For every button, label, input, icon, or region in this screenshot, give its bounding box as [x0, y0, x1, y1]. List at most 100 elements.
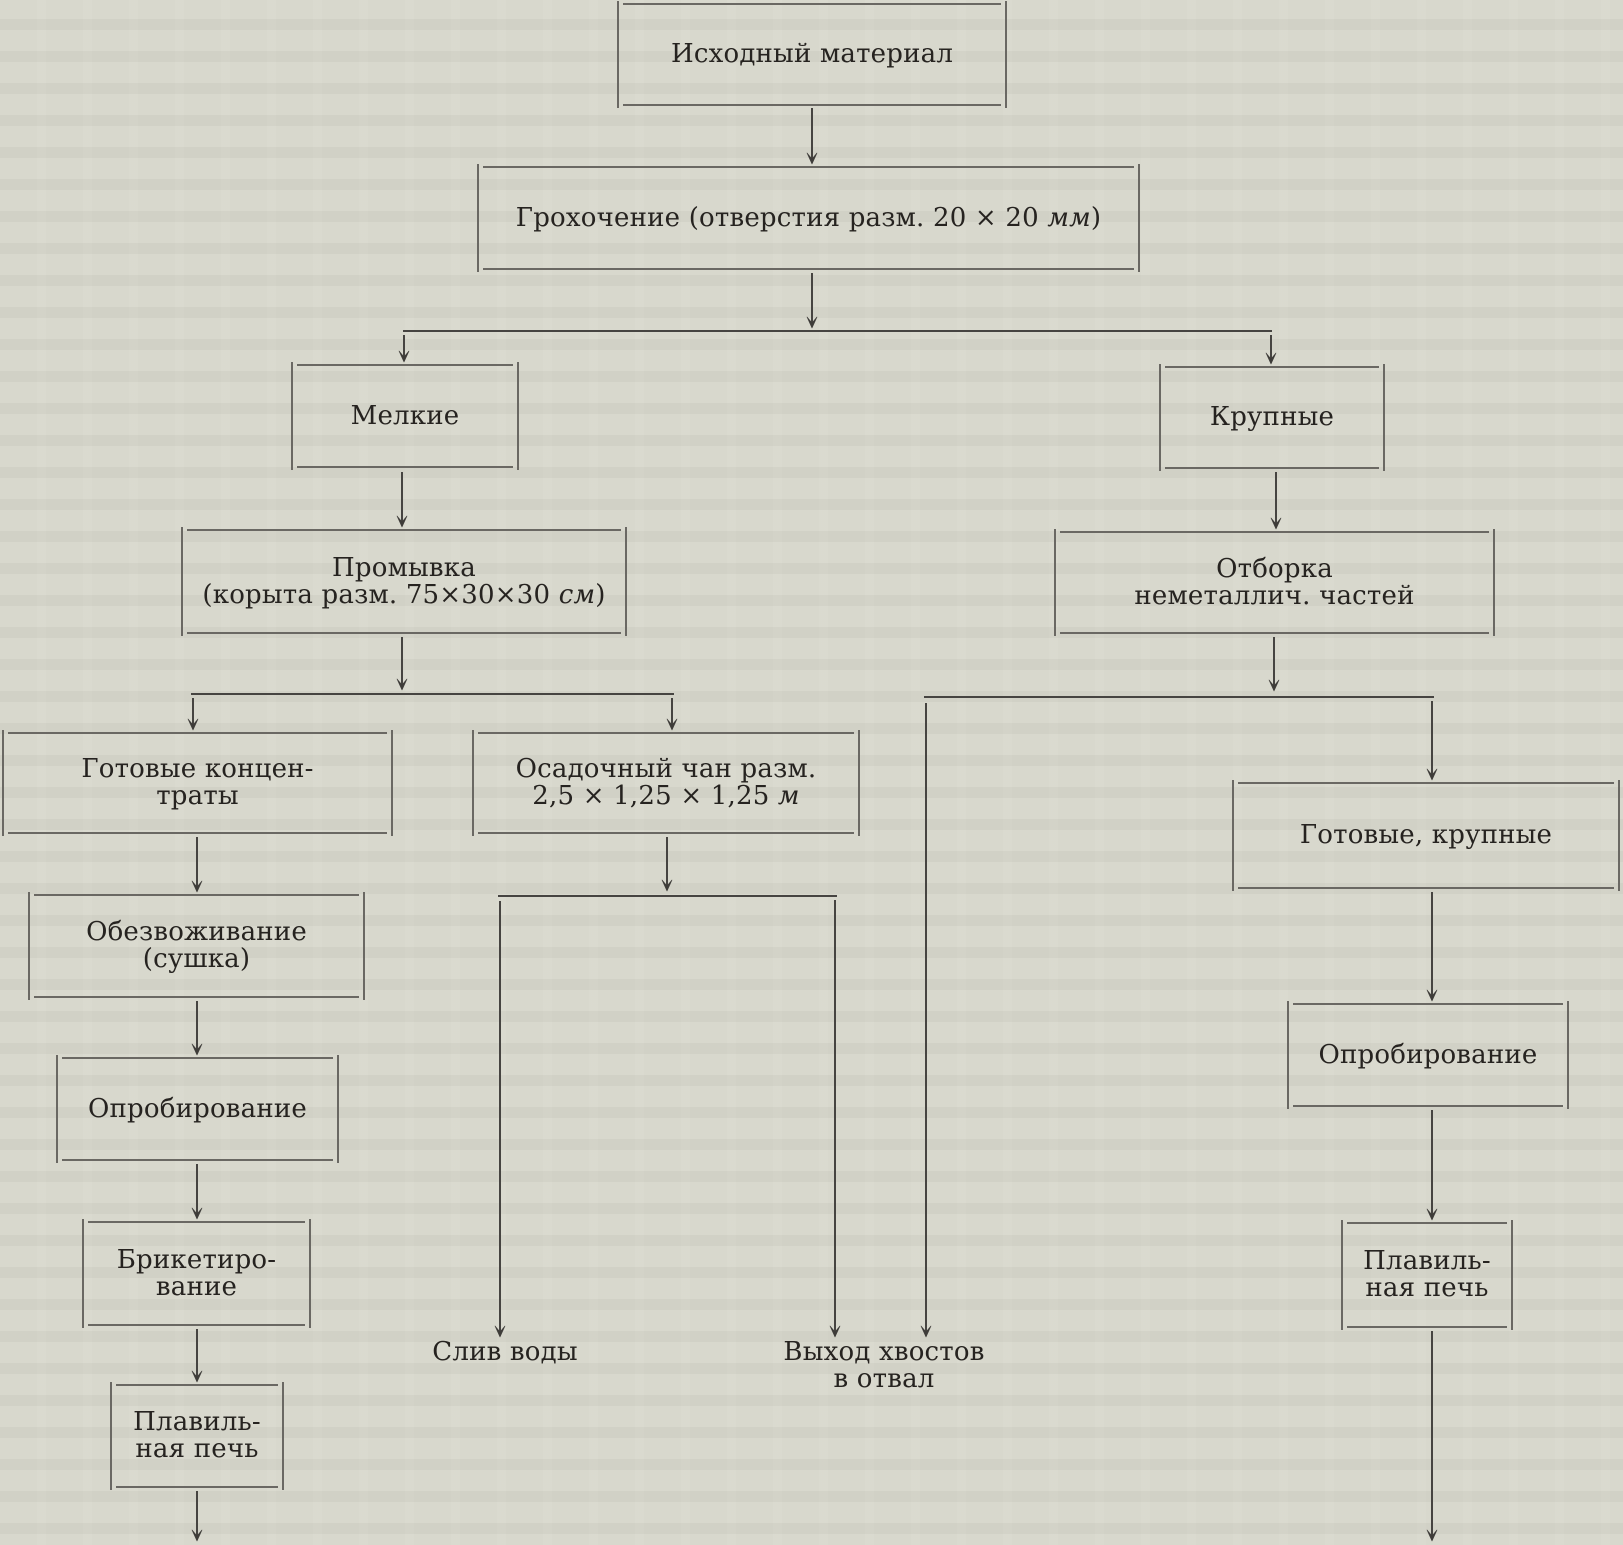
unit-label: м [777, 781, 800, 811]
arrowhead-down [829, 1325, 841, 1338]
connector-dewatering-to-sampling [191, 1001, 203, 1056]
arrowhead-down [806, 152, 818, 165]
node-smelting-furnace-fines: Плавиль- ная печь [110, 1382, 284, 1490]
node-label-line: Осадочный чан разм. [516, 756, 817, 783]
node-label-line: Крупные [1210, 404, 1334, 431]
arrowhead-down [920, 1325, 932, 1338]
connector-branch-to-concentrates [187, 698, 199, 731]
connector-furnace-fines-out [191, 1491, 203, 1542]
arrowhead-down [1426, 1529, 1438, 1542]
connector-sorting-to-branch [1268, 637, 1280, 692]
arrowhead-down [396, 515, 408, 528]
connector-branch-to-fines [398, 335, 410, 363]
arrowhead-down [1270, 517, 1282, 530]
node-settling-tank: Осадочный чан разм. 2,5 × 1,25 × 1,25 м [472, 730, 860, 836]
node-label: (корыта разм. 75×30×30 [202, 579, 559, 610]
arrowhead-down [1265, 352, 1277, 365]
node-fines: Мелкие [291, 362, 519, 470]
arrowhead-down [396, 678, 408, 691]
connector-sorting-branch-to-tailings [920, 703, 932, 1338]
node-briquetting: Брикетиро- вание [82, 1219, 311, 1328]
arrowhead-down [661, 879, 673, 892]
arrowhead-down [191, 1043, 203, 1056]
terminal-label: в отвал [833, 1364, 935, 1394]
node-label-line: ная печь [135, 1436, 258, 1463]
node-label: Крупные [1209, 402, 1335, 432]
node-source-material: Исходный материал [617, 1, 1007, 108]
arrowhead-down [191, 1370, 203, 1383]
connector-settling-branch-to-tailings [829, 900, 841, 1338]
node-label: Промывка [332, 552, 476, 583]
arrowhead-down [1426, 1208, 1438, 1221]
connector-coarse-to-sorting [1270, 472, 1282, 530]
connector-branch-to-settling-tank [666, 698, 678, 731]
arrowhead-down [191, 1529, 203, 1542]
connector-sampling-to-briquetting [191, 1164, 203, 1220]
node-label: траты [156, 781, 239, 811]
connector-sampling-to-furnace-coarse [1426, 1110, 1438, 1221]
arrowhead-down [398, 350, 410, 363]
arrowhead-down [666, 718, 678, 731]
arrowhead-down [191, 1207, 203, 1220]
node-label: Плавиль- [1363, 1246, 1491, 1276]
node-finished-coarse: Готовые, крупные [1232, 780, 1620, 891]
node-label: Готовые концен- [81, 754, 314, 784]
node-smelting-furnace-coarse: Плавиль- ная печь [1341, 1220, 1513, 1330]
connector-briquetting-to-furnace [191, 1329, 203, 1383]
node-label: Отборка [1216, 553, 1333, 584]
node-label-line: Грохочение (отверстия разм. 20 × 20 мм) [516, 202, 1101, 233]
arrowhead-down [1426, 989, 1438, 1002]
node-sorting: Отборка неметаллич. частей [1054, 529, 1495, 636]
node-label-line: Исходный материал [671, 41, 953, 68]
connector-branch-to-water-discharge [494, 901, 506, 1338]
unit-label: мм [1047, 202, 1091, 233]
node-label: Мелкие [350, 400, 460, 431]
node-dewatering: Обезвоживание (сушка) [28, 892, 365, 1000]
connector-source-to-screening [806, 108, 818, 165]
connector-branch-to-finished-coarse [1426, 701, 1438, 781]
node-label: Обезвоживание [86, 917, 307, 947]
node-label-line: (корыта разм. 75×30×30 см) [202, 579, 605, 610]
node-label: ная печь [1365, 1273, 1489, 1303]
node-label-line: (сушка) [143, 946, 250, 973]
node-label: Готовые, крупные [1299, 820, 1553, 850]
node-label-line: Брикетиро- [116, 1244, 277, 1275]
node-label: Исходный материал [670, 39, 954, 69]
node-label-line: ная печь [1365, 1275, 1488, 1302]
arrowhead-down [187, 718, 199, 731]
connector-furnace-coarse-out [1426, 1331, 1438, 1542]
terminal-water-discharge: Слив воды [405, 1339, 605, 1366]
node-label-line: Опробирование [87, 1093, 307, 1124]
connector-settling-tank-to-branch [661, 837, 673, 892]
node-sampling-fines: Опробирование [56, 1055, 339, 1163]
node-label: 2,5 × 1,25 × 1,25 [532, 781, 778, 811]
terminal-tailings-to-dump: Выход хвостов в отвал [744, 1339, 1024, 1393]
node-label: неметаллич. частей [1134, 580, 1415, 611]
node-label-line: Мелкие [350, 400, 460, 431]
node-screening: Грохочение (отверстия разм. 20 × 20 мм) [477, 164, 1140, 272]
connector-screening-to-branch [806, 273, 818, 329]
node-label: Опробирование [87, 1093, 307, 1124]
node-label-line: Готовые, крупные [1300, 822, 1552, 849]
connector-fines-to-washing [396, 472, 408, 528]
node-label-line: Отборка [1216, 553, 1333, 584]
node-label-line: Опробирование [1318, 1039, 1538, 1070]
arrowhead-down [806, 316, 818, 329]
node-label: ная печь [135, 1434, 259, 1464]
connector-finished-coarse-to-sampling [1426, 892, 1438, 1002]
node-sampling-coarse: Опробирование [1287, 1001, 1569, 1109]
node-label: Плавиль- [133, 1407, 261, 1437]
node-label-line: траты [156, 783, 239, 810]
node-finished-concentrates: Готовые концен- траты [2, 730, 393, 836]
node-label: Опробирование [1318, 1039, 1538, 1070]
connector-washing-to-branch [396, 637, 408, 691]
arrowhead-down [1268, 679, 1280, 692]
node-label: Осадочный чан разм. [515, 754, 817, 784]
node-coarse: Крупные [1159, 364, 1385, 471]
node-label: (сушка) [142, 944, 251, 974]
node-label: Брикетиро- [116, 1244, 277, 1275]
node-label-line: Готовые концен- [81, 756, 313, 783]
arrowhead-down [191, 880, 203, 893]
